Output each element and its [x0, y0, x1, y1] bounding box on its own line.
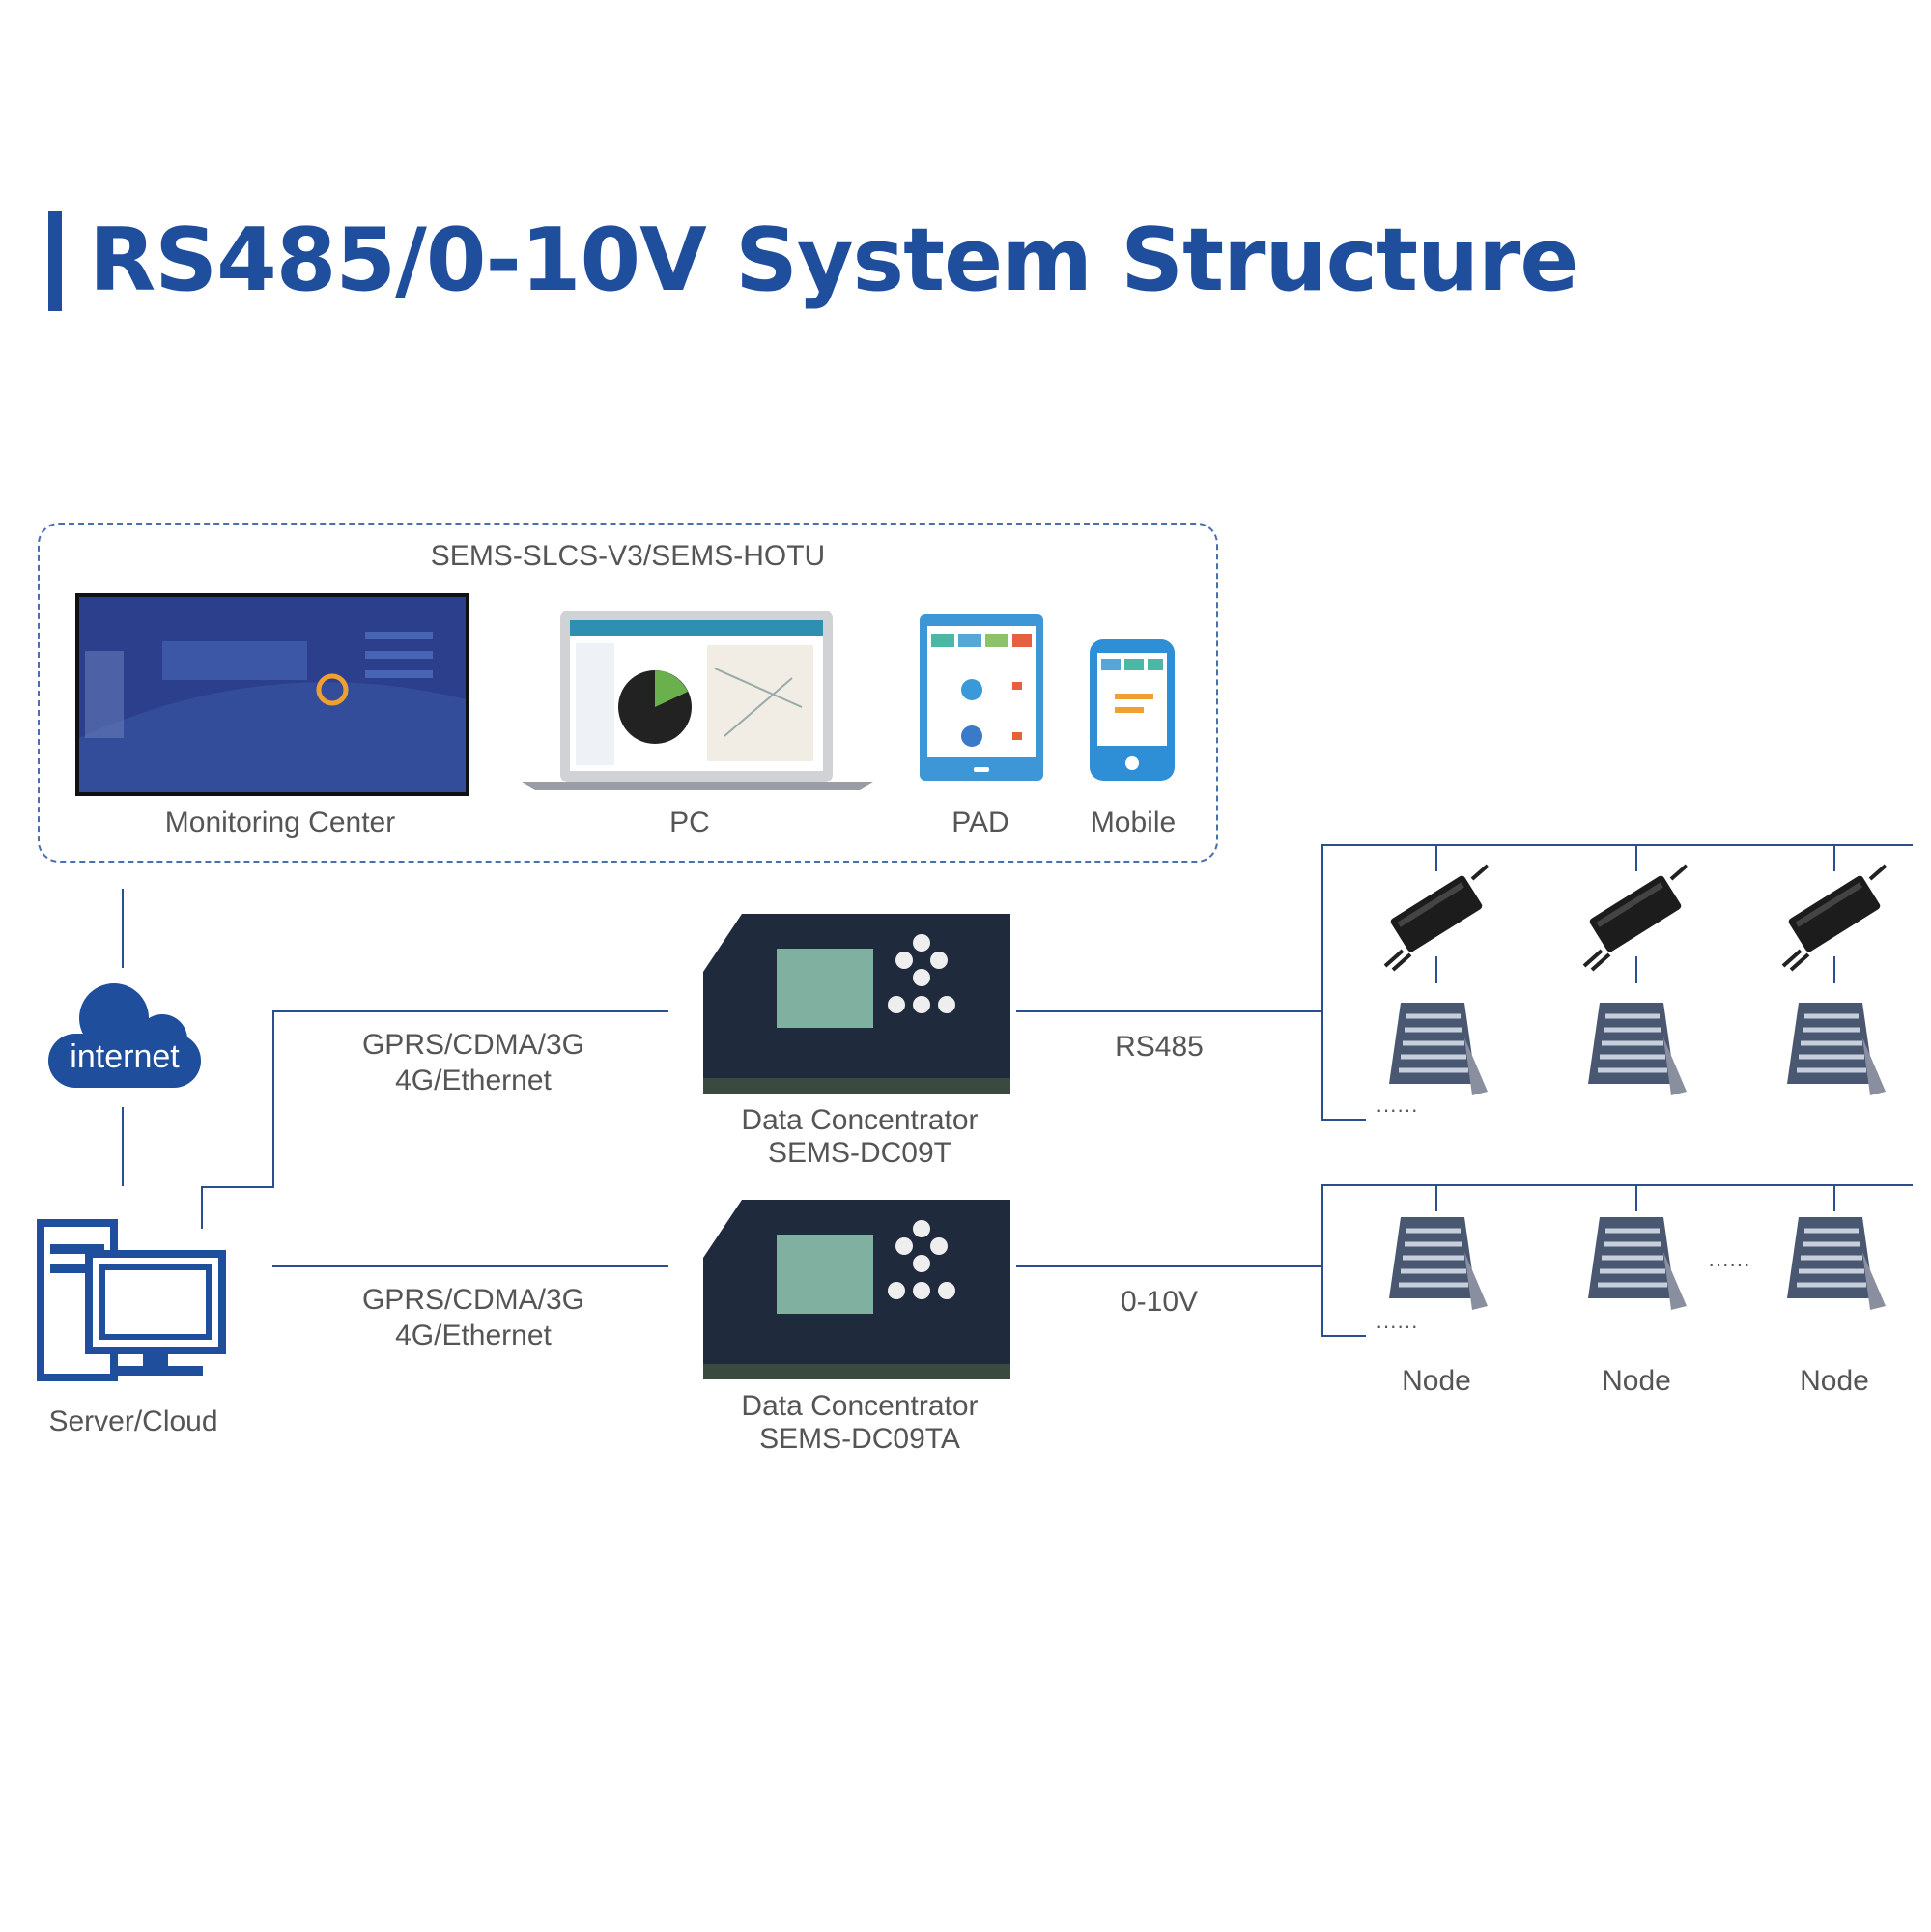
concentrator-1-name: Data Concentrator [741, 1104, 979, 1136]
rs485-drop-1 [1435, 844, 1437, 871]
analog-label: 0-10V [1120, 1286, 1199, 1318]
page-title: RS485/0-10V System Structure [89, 210, 1578, 311]
title-accent-bar [48, 211, 62, 311]
analog-drop-2 [1635, 1184, 1637, 1211]
analog-drop-3 [1833, 1184, 1835, 1211]
link-server-concentrator-1 [272, 1010, 668, 1012]
floodlight-node-icon [1787, 1217, 1886, 1310]
monitoring-center-screen [75, 593, 469, 796]
data-concentrator-device-2 [703, 1200, 1010, 1379]
analog-bus-horizontal [1321, 1184, 1913, 1186]
link-concentrator-1-bus [1016, 1010, 1323, 1012]
rs485-drop-3 [1833, 844, 1835, 871]
rs485-ellipsis: ······ [1376, 1097, 1418, 1122]
concentrator-2-name: Data Concentrator [741, 1390, 979, 1422]
rs485-drop-3b [1833, 956, 1835, 983]
concentrator-1-model: SEMS-DC09T [767, 1137, 952, 1169]
client-label-mobile: Mobile [1090, 807, 1177, 838]
smartphone-icon [1090, 639, 1175, 781]
led-driver-icon [1383, 864, 1490, 972]
floodlight-node-icon [1588, 1217, 1687, 1310]
analog-bus-tail [1321, 1335, 1366, 1337]
server-computer-icon [37, 1219, 226, 1381]
link-server-elbow [201, 1186, 274, 1188]
server-label: Server/Cloud [48, 1406, 218, 1437]
rs485-drop-2 [1635, 844, 1637, 871]
laptop-icon [522, 611, 873, 790]
client-label-monitoring-center: Monitoring Center [164, 807, 396, 838]
internet-label: internet [70, 1038, 180, 1075]
analog-ellipsis: ······ [1376, 1314, 1418, 1338]
analog-drop-1 [1435, 1184, 1437, 1211]
analog-mid-ellipsis: ······ [1708, 1252, 1750, 1276]
rs485-bus-horizontal [1321, 844, 1913, 846]
rs485-bus-vertical [1321, 844, 1323, 1121]
rs485-label: RS485 [1115, 1031, 1204, 1063]
node-label-1: Node [1402, 1365, 1471, 1397]
rs485-drop-2b [1635, 956, 1637, 983]
cloud-icon [48, 983, 201, 1088]
link-upper-riser [272, 1010, 274, 1188]
floodlight-node-icon [1787, 1003, 1886, 1095]
led-driver-icon [1582, 864, 1689, 972]
link-server-up [201, 1186, 203, 1229]
data-concentrator-device [703, 914, 1010, 1094]
upper-comm-line2: 4G/Ethernet [395, 1065, 552, 1096]
lower-comm-line2: 4G/Ethernet [395, 1320, 552, 1351]
rs485-bus-tail [1321, 1119, 1366, 1121]
link-concentrator-2-bus [1016, 1265, 1323, 1267]
floodlight-node-icon [1389, 1003, 1488, 1095]
concentrator-2-model: SEMS-DC09TA [759, 1423, 960, 1455]
platform-name: SEMS-SLCS-V3/SEMS-HOTU [430, 540, 826, 572]
node-label-2: Node [1602, 1365, 1671, 1397]
link-internet-server [122, 1107, 124, 1186]
upper-comm-line1: GPRS/CDMA/3G [361, 1029, 585, 1061]
client-label-pc: PC [669, 807, 710, 838]
floodlight-node-icon [1588, 1003, 1687, 1095]
rs485-drop-1b [1435, 956, 1437, 983]
client-label-pad: PAD [951, 807, 1009, 838]
tablet-icon [920, 614, 1043, 781]
lower-comm-line1: GPRS/CDMA/3G [361, 1284, 585, 1316]
node-label-3: Node [1800, 1365, 1869, 1397]
link-server-concentrator-2 [272, 1265, 668, 1267]
link-platform-internet [122, 889, 124, 968]
led-driver-icon [1781, 864, 1888, 972]
floodlight-node-icon [1389, 1217, 1488, 1310]
platform-group [38, 523, 1218, 863]
analog-bus-vertical [1321, 1184, 1323, 1337]
